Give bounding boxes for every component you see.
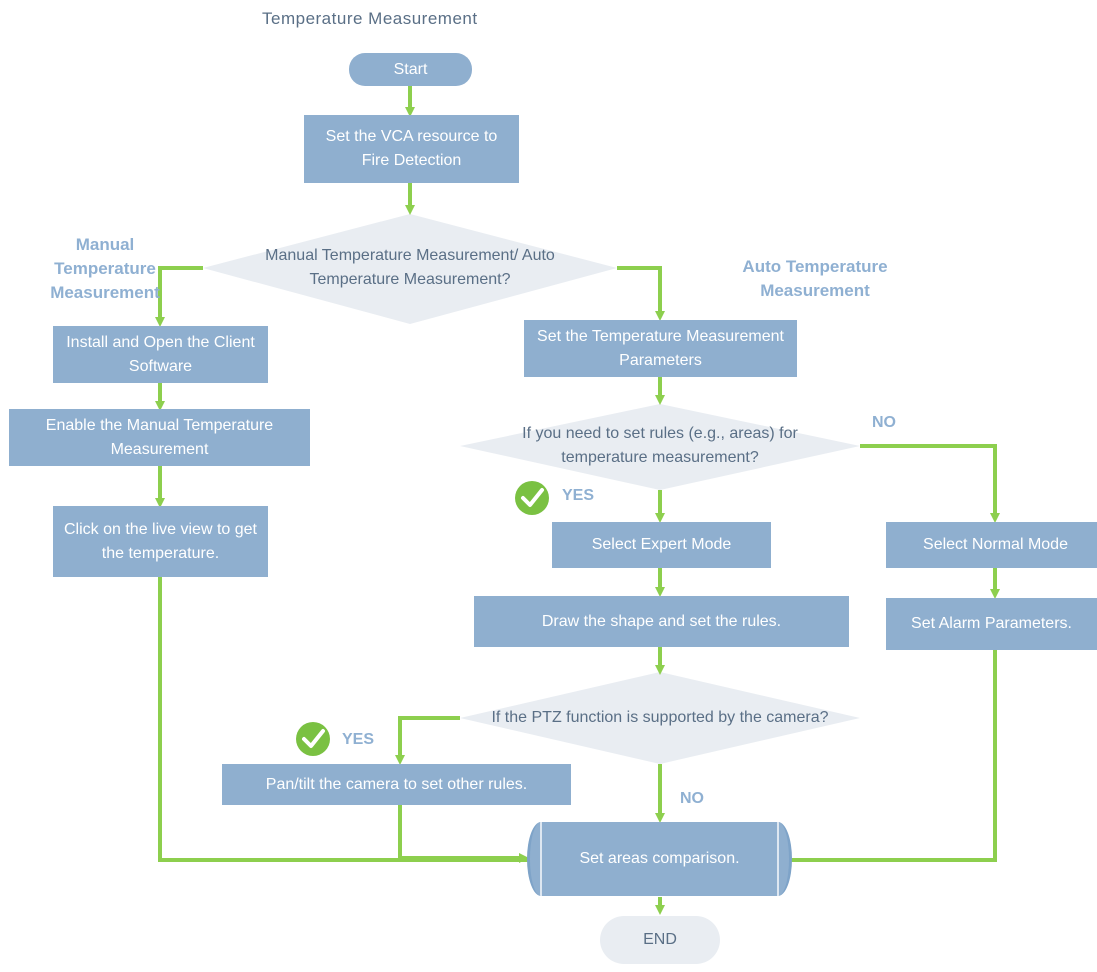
yes-label-rules: YES <box>562 487 595 504</box>
decision-rules-diamond <box>460 404 860 490</box>
arrow-rules-no-to-normal <box>860 444 1000 523</box>
page-title: Temperature Measurement <box>262 9 478 28</box>
no-label-ptz: NO <box>680 790 704 807</box>
enable-manual-node: Enable the Manual Temperature Measuremen… <box>9 409 310 466</box>
manual-branch-label: Manual Temperature Measurement <box>20 233 190 305</box>
end-node: END <box>600 916 720 964</box>
arrow-pan-to-areas <box>398 805 529 863</box>
auto-branch-label: Auto Temperature Measurement <box>720 255 910 303</box>
areas-comparison-node: Set areas comparison. <box>527 822 792 896</box>
decision-ptz-text: If the PTZ function is supported by the … <box>491 709 829 726</box>
decision-mode-text: Manual Temperature Measurement/ Auto Tem… <box>265 247 555 288</box>
start-node: Start <box>349 53 472 86</box>
set-params-node: Set the Temperature Measurement Paramete… <box>524 320 797 377</box>
yes-label-ptz: YES <box>342 731 375 748</box>
arrow-alarm-to-end <box>719 650 997 865</box>
pan-tilt-node: Pan/tilt the camera to set other rules. <box>222 764 571 805</box>
click-live-view-node: Click on the live view to get the temper… <box>53 506 268 577</box>
decision-mode-diamond <box>203 214 617 324</box>
expert-mode-node: Select Expert Mode <box>552 522 771 568</box>
no-label-rules: NO <box>872 414 896 431</box>
alarm-params-node: Set Alarm Parameters. <box>886 598 1097 650</box>
set-vca-node: Set the VCA resource to Fire Detection <box>304 115 519 183</box>
arrow-decision-to-auto <box>617 266 665 321</box>
check-icon <box>515 481 549 515</box>
arrow-ptz-yes-to-pan <box>395 716 460 765</box>
arrow-decision-to-manual <box>155 266 203 327</box>
decision-rules-text: If you need to set rules (e.g., areas) f… <box>522 425 798 466</box>
manual-branch-label-text: Manual Temperature Measurement <box>50 235 160 302</box>
install-client-node: Install and Open the Client Software <box>53 326 268 383</box>
normal-mode-node: Select Normal Mode <box>886 522 1097 568</box>
decision-ptz-diamond <box>460 672 860 764</box>
auto-branch-label-text: Auto Temperature Measurement <box>742 257 888 300</box>
draw-shape-node: Draw the shape and set the rules. <box>474 596 849 647</box>
check-icon <box>296 722 330 756</box>
